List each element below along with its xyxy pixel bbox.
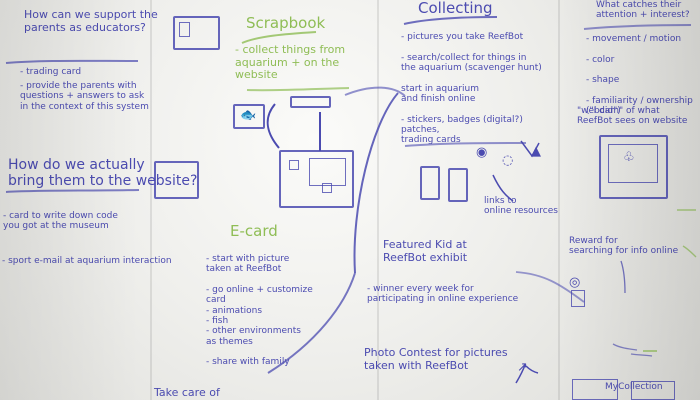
webcam-frame-sketch: [599, 135, 668, 199]
scrapbook-page-sketch: [233, 104, 265, 129]
ecard-title: E-card: [230, 222, 278, 240]
trading-card-sketch-right: [448, 168, 468, 202]
take-care-note: Take care of: [154, 386, 220, 399]
question-bring-heading: How do we actually bring them to the web…: [8, 157, 198, 190]
question-support-heading: How can we support the parents as educat…: [24, 8, 158, 34]
attention-title: What catches their attention + interest?: [596, 0, 690, 21]
collecting-title: Collecting: [418, 0, 493, 17]
featured-title: Featured Kid at ReefBot exhibit: [383, 238, 468, 264]
mycollection-label: MyCollection: [605, 382, 663, 392]
write-down-code-note: - card to write down code you got at the…: [3, 211, 118, 232]
attention-list: - movement / motion - color - shape - fa…: [586, 34, 693, 117]
reward-medal-icon: ◎: [569, 275, 581, 290]
panel-divider-left: [150, 0, 152, 400]
panel-divider-middle: [377, 0, 379, 400]
reef-character-icon: ♧: [623, 150, 635, 165]
email-interaction-note: - sport e-mail at aquarium interaction: [2, 256, 172, 266]
trading-card-sketch-left: [420, 166, 440, 200]
links-note: links to online resources: [484, 196, 558, 217]
provide-parents-note: - provide the parents with questions + a…: [20, 81, 149, 112]
website-frame-sketch: [154, 161, 199, 199]
scrapbook-strip-sketch: [290, 96, 331, 108]
parent-card-sketch: [173, 16, 220, 50]
photo-contest-note: Photo Contest for pictures taken with Re…: [364, 346, 508, 372]
scrapbook-main-card-sketch: [279, 150, 354, 208]
reward-title: Reward for searching for info online: [569, 236, 679, 257]
collecting-list: - pictures you take ReefBot - search/col…: [401, 32, 542, 146]
fish-icon: 🐟: [240, 108, 257, 123]
trading-card-note: - trading card: [20, 67, 82, 77]
sticker-icon: ◌: [502, 153, 514, 168]
panel-divider-right: [558, 0, 560, 400]
scrapbook-title: Scrapbook: [246, 14, 326, 32]
collect-things-note: - collect things from aquarium + on the …: [235, 43, 346, 82]
fish-arrow-icon: ↗: [517, 360, 528, 375]
webcam-inner-sketch: [608, 144, 658, 183]
scrapbook-window-sketch: [309, 158, 346, 186]
reward-ribbon-sketch: [571, 290, 585, 307]
scrapbook-mini-box-left: [289, 160, 299, 170]
parent-card-inner-sketch: [179, 22, 190, 37]
featured-note: - winner every week for participating in…: [367, 284, 519, 305]
webcam-title: "webcam" of what ReefBot sees on website: [577, 106, 688, 127]
patch-icon: ▲: [531, 144, 541, 159]
badge-icon: ◉: [476, 145, 488, 160]
scrapbook-mini-box-right: [322, 183, 332, 193]
ecard-list: - start with picture taken at ReefBot - …: [206, 254, 313, 368]
